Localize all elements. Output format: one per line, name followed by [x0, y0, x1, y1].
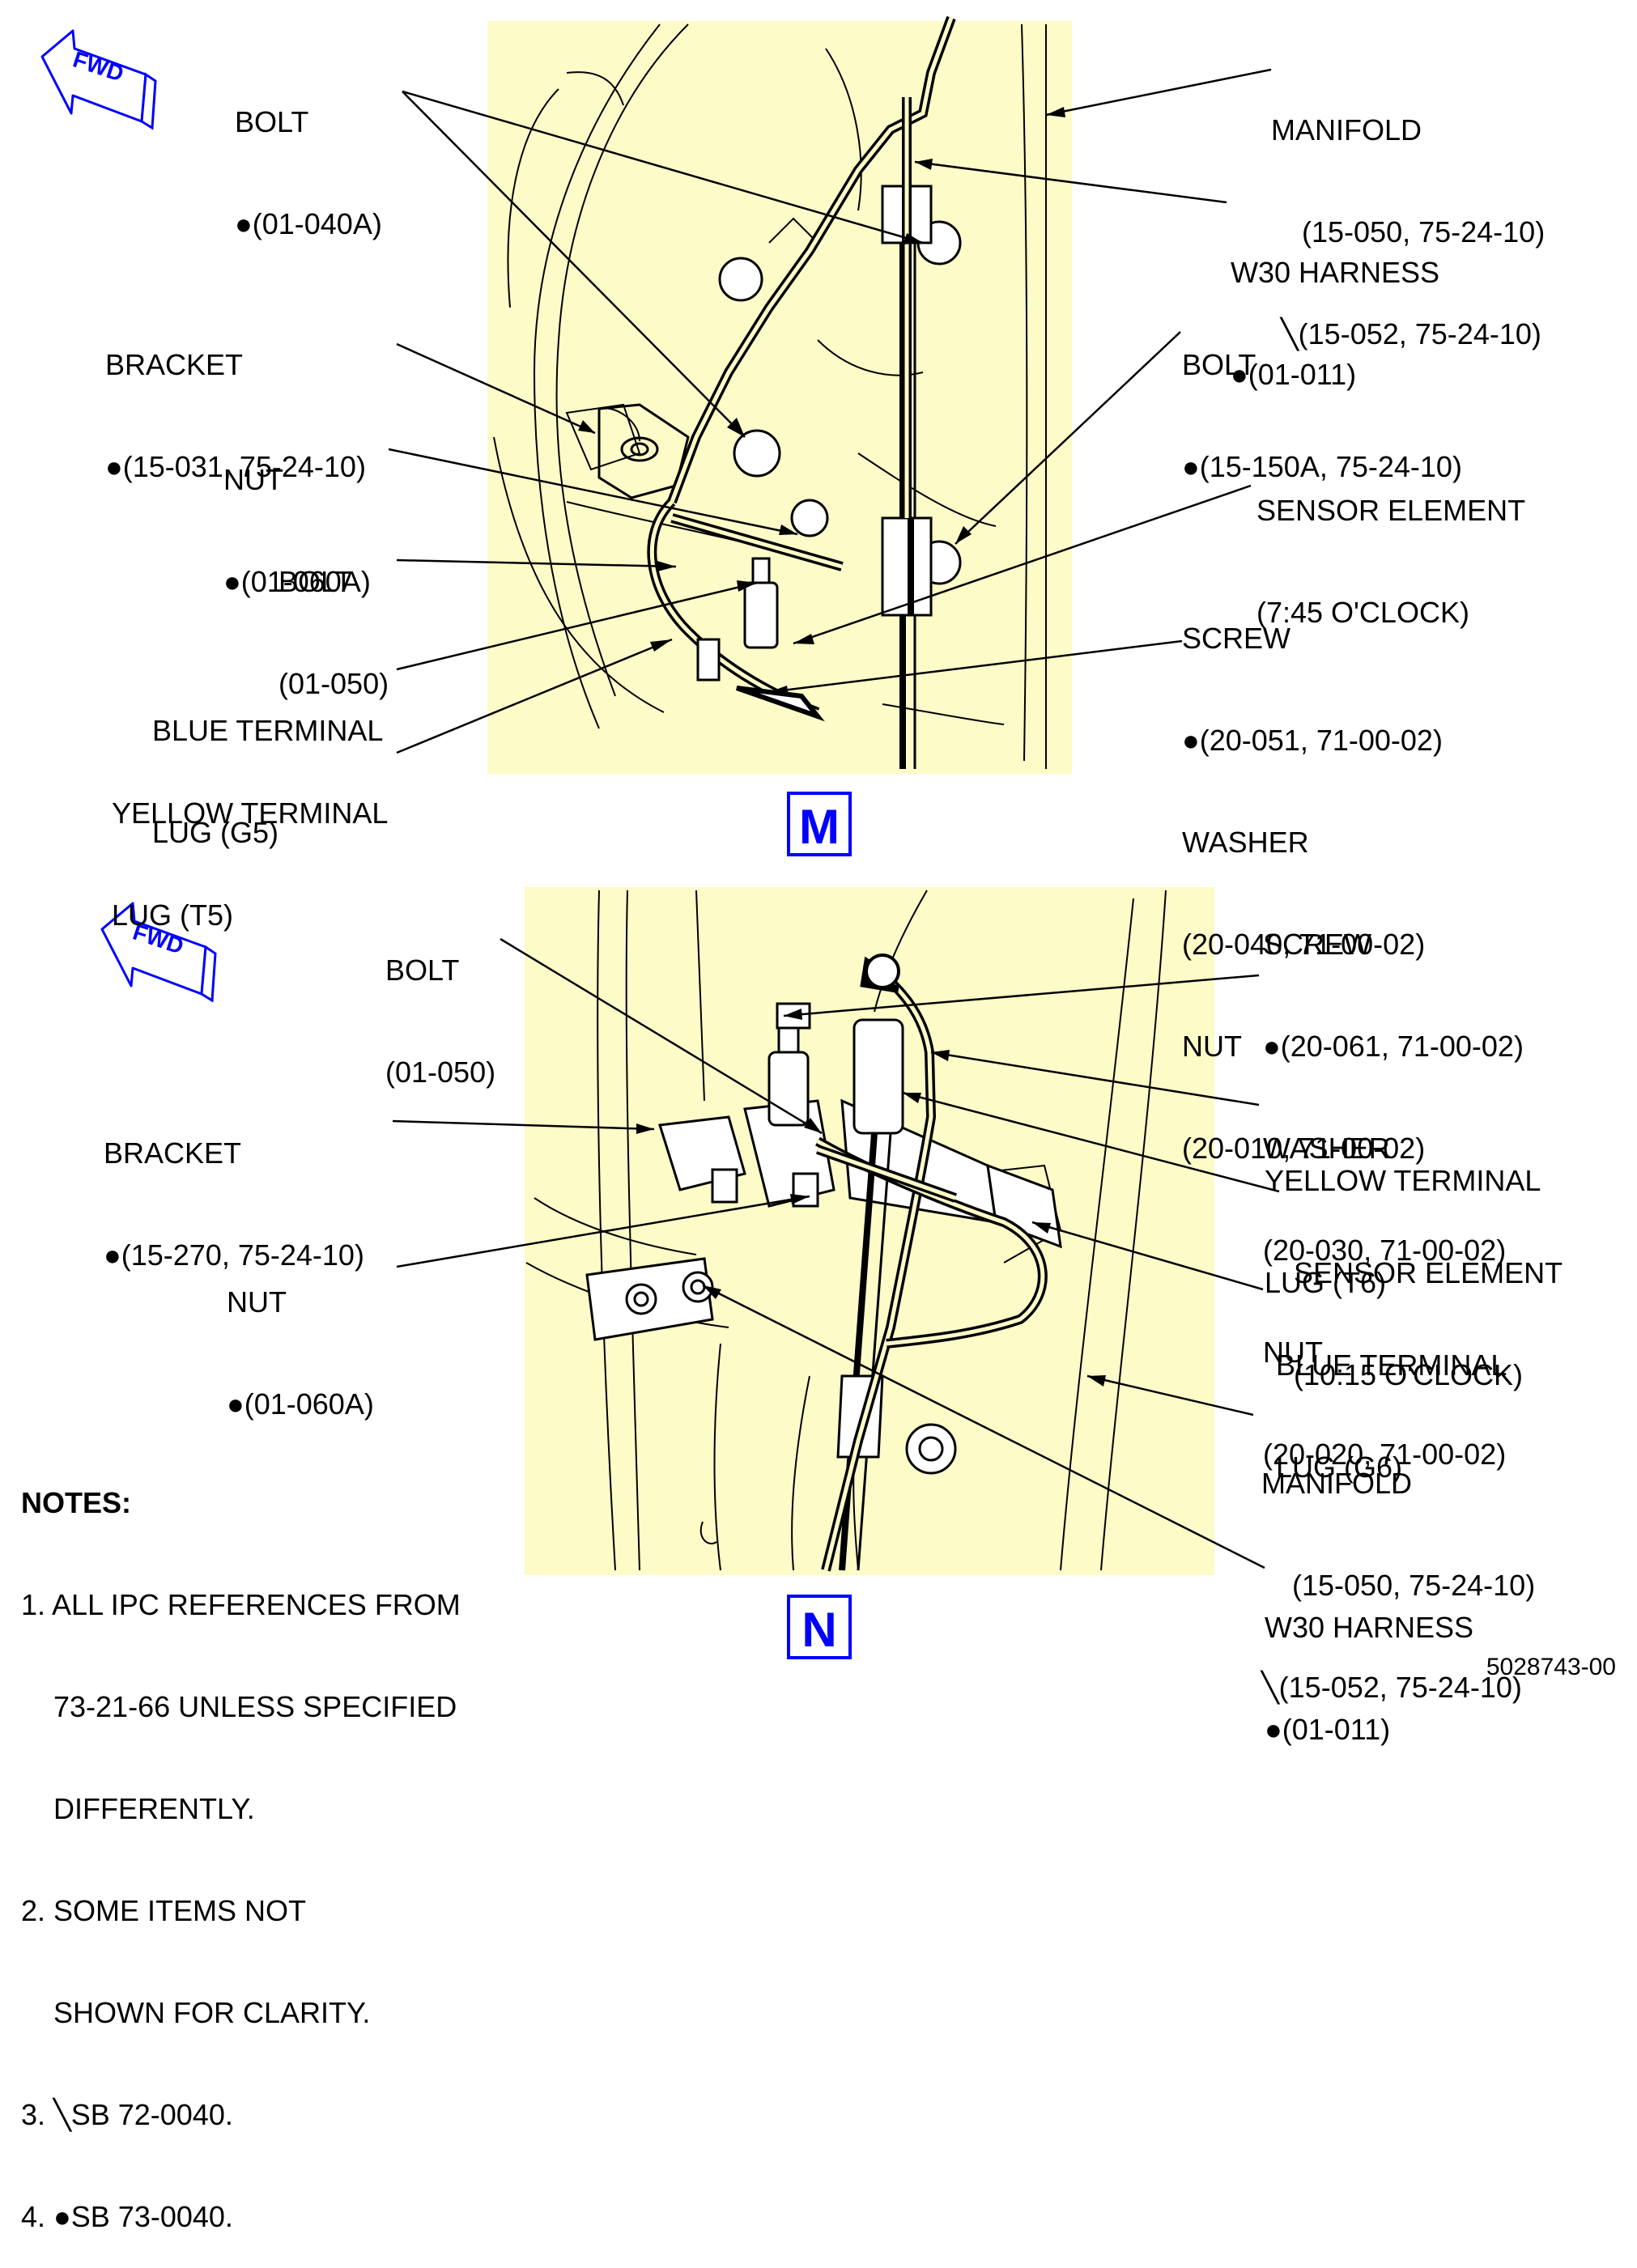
label-line: (20-030, 71-00-02) [1263, 1234, 1507, 1267]
label-line: ●(01-011) [1265, 1713, 1391, 1746]
label-line: ●(01-060A) [227, 1387, 374, 1421]
label-line: (20-040, 71-00-02) [1182, 928, 1426, 961]
label-line: ●(15-031, 75-24-10) [105, 450, 366, 483]
label-line: W30 HARNESS [1265, 1611, 1474, 1644]
view-m-identifier: M [787, 792, 852, 856]
label-line: SENSOR ELEMENT [1294, 1256, 1563, 1289]
label-line: NUT [1263, 1336, 1323, 1369]
note-line: 2. SOME ITEMS NOT [21, 1894, 307, 1927]
label-line: SENSOR ELEMENT [1256, 494, 1526, 527]
label-line: NUT [227, 1285, 287, 1319]
view-n-label-bolt-050: BOLT (01-050) [385, 886, 495, 1123]
label-line: W30 HARNESS [1231, 256, 1440, 289]
view-n-label-bracket: BRACKET ●(15-270, 75-24-10) [104, 1068, 364, 1306]
label-line: BLUE TERMINAL [1276, 1348, 1507, 1382]
label-line: YELLOW TERMINAL [1265, 1164, 1541, 1197]
label-line: (20-020, 71-00-02) [1263, 1438, 1507, 1471]
label-line: ●(01-060A) [223, 565, 371, 598]
view-m-label-bolt-050: BOLT (01-050) [279, 497, 389, 735]
view-m-label-bolt-150a: BOLT ●(15-150A, 75-24-10) [1182, 280, 1462, 518]
view-n-identifier: N [787, 1595, 852, 1659]
view-n-sensor-element [767, 1002, 904, 1135]
note-line: DIFFERENTLY. [21, 1792, 255, 1825]
view-m-label-yellow-lug: YELLOW TERMINAL LUG (T5) [112, 728, 388, 966]
label-line: SCREW [1263, 928, 1371, 961]
view-m-label-manifold: MANIFOLD (15-050, 75-24-10) ╲(15-052, 75… [1271, 45, 1545, 385]
label-line: LUG (T5) [112, 898, 234, 932]
label-line: ●(15-150A, 75-24-10) [1182, 450, 1462, 483]
label-line: (10:15 O'CLOCK) [1294, 1358, 1523, 1391]
note-line: 1. ALL IPC REFERENCES FROM [21, 1588, 461, 1621]
label-line: ●(01-040A) [235, 207, 382, 240]
view-m-label-nut-060a: NUT ●(01-060A) [223, 395, 371, 633]
label-line: BOLT [279, 565, 353, 598]
view-n-illustration: FWD [100, 887, 1280, 1575]
label-line: (20-010, 71-00-02) [1182, 1132, 1426, 1165]
view-m-label-screw-washer-nut: SCREW ●(20-051, 71-00-02) WASHER (20-040… [1182, 554, 1443, 1200]
label-line: (01-050) [385, 1055, 496, 1089]
view-n-harness [815, 953, 1048, 1572]
label-line: NUT [223, 463, 283, 496]
view-n-label-yellow-lug: YELLOW TERMINAL LUG (T6) [1265, 1096, 1541, 1334]
label-line: ●(01-011) [1231, 358, 1357, 391]
label-line: BOLT [235, 105, 309, 138]
view-n-leaders [392, 937, 1280, 1569]
notes-block: NOTES: 1. ALL IPC REFERENCES FROM 73-21-… [21, 1418, 461, 2268]
view-n-label-w30-harness: W30 HARNESS ●(01-011) [1265, 1543, 1473, 1781]
note-line: 3. ╲SB 72-0040. [21, 2098, 233, 2131]
label-line: LUG (T6) [1265, 1266, 1387, 1299]
view-m-label-bracket: BRACKET ●(15-031, 75-24-10) [105, 280, 366, 518]
label-line: MANIFOLD [1261, 1467, 1413, 1500]
label-line: BOLT [1182, 348, 1256, 381]
view-n-label-blue-lug: BLUE TERMINAL LUG (G6) [1276, 1281, 1507, 1518]
label-line: ●(15-270, 75-24-10) [104, 1238, 364, 1272]
label-line: BOLT [385, 953, 460, 987]
label-line: YELLOW TERMINAL [112, 796, 389, 830]
label-line: BLUE TERMINAL [152, 714, 384, 747]
view-n-label-screw-washer-nut: SCREW ●(20-061, 71-00-02) WASHER (20-030… [1263, 860, 1524, 1506]
view-m-fwd-arrow-icon: FWD [40, 29, 157, 130]
view-n-lower-bracket [585, 1257, 714, 1341]
view-m-label-bolt-040a: BOLT ●(01-040A) [235, 37, 382, 275]
label-line: LUG (G6) [1276, 1450, 1403, 1484]
view-m-bolts [718, 220, 962, 585]
view-n-label-sensor-element: SENSOR ELEMENT (10:15 O'CLOCK) [1294, 1188, 1563, 1426]
note-line: 4. ●SB 73-0040. [21, 2200, 233, 2233]
view-n-arrowheads [636, 1009, 1106, 1387]
view-n-label-nut-060a: NUT ●(01-060A) [227, 1217, 374, 1455]
label-line: WASHER [1263, 1132, 1390, 1165]
label-line: (15-050, 75-24-10) [1302, 215, 1546, 248]
label-line: (15-050, 75-24-10) [1292, 1569, 1536, 1602]
view-m-label-blue-lug: BLUE TERMINAL LUG (G5) [152, 646, 383, 884]
note-line: SHOWN FOR CLARITY. [21, 1996, 371, 2029]
document-number: 5028743-00 [1486, 1654, 1616, 1680]
note-line: 73-21-66 UNLESS SPECIFIED [21, 1690, 457, 1723]
illustration-canvas: FWD [40, 15, 1280, 1575]
label-line: SCREW [1182, 622, 1290, 655]
view-n-structure [525, 890, 1167, 1571]
label-line: BRACKET [105, 348, 244, 381]
view-m-sensor-element [696, 557, 779, 682]
view-m-leaders [388, 68, 1272, 754]
label-line: NUT [1182, 1030, 1242, 1063]
label-line: ●(20-051, 71-00-02) [1182, 724, 1443, 757]
label-line: ╲(15-052, 75-24-10) [1281, 317, 1541, 350]
view-m-arrowheads [578, 107, 1065, 696]
label-line: WASHER [1182, 826, 1309, 859]
label-line: ●(20-061, 71-00-02) [1263, 1030, 1524, 1063]
notes-heading: NOTES: [21, 1486, 132, 1519]
label-line: LUG (G5) [152, 816, 279, 849]
view-m-label-sensor-element: SENSOR ELEMENT (7:45 O'CLOCK) [1256, 426, 1525, 664]
label-line: MANIFOLD [1271, 113, 1422, 147]
label-line: (01-050) [279, 667, 389, 700]
label-line: (7:45 O'CLOCK) [1256, 596, 1469, 629]
view-m-illustration: FWD [40, 15, 1272, 774]
view-m-label-w30-harness: W30 HARNESS ●(01-011) [1231, 188, 1439, 426]
label-line: BRACKET [104, 1136, 242, 1170]
